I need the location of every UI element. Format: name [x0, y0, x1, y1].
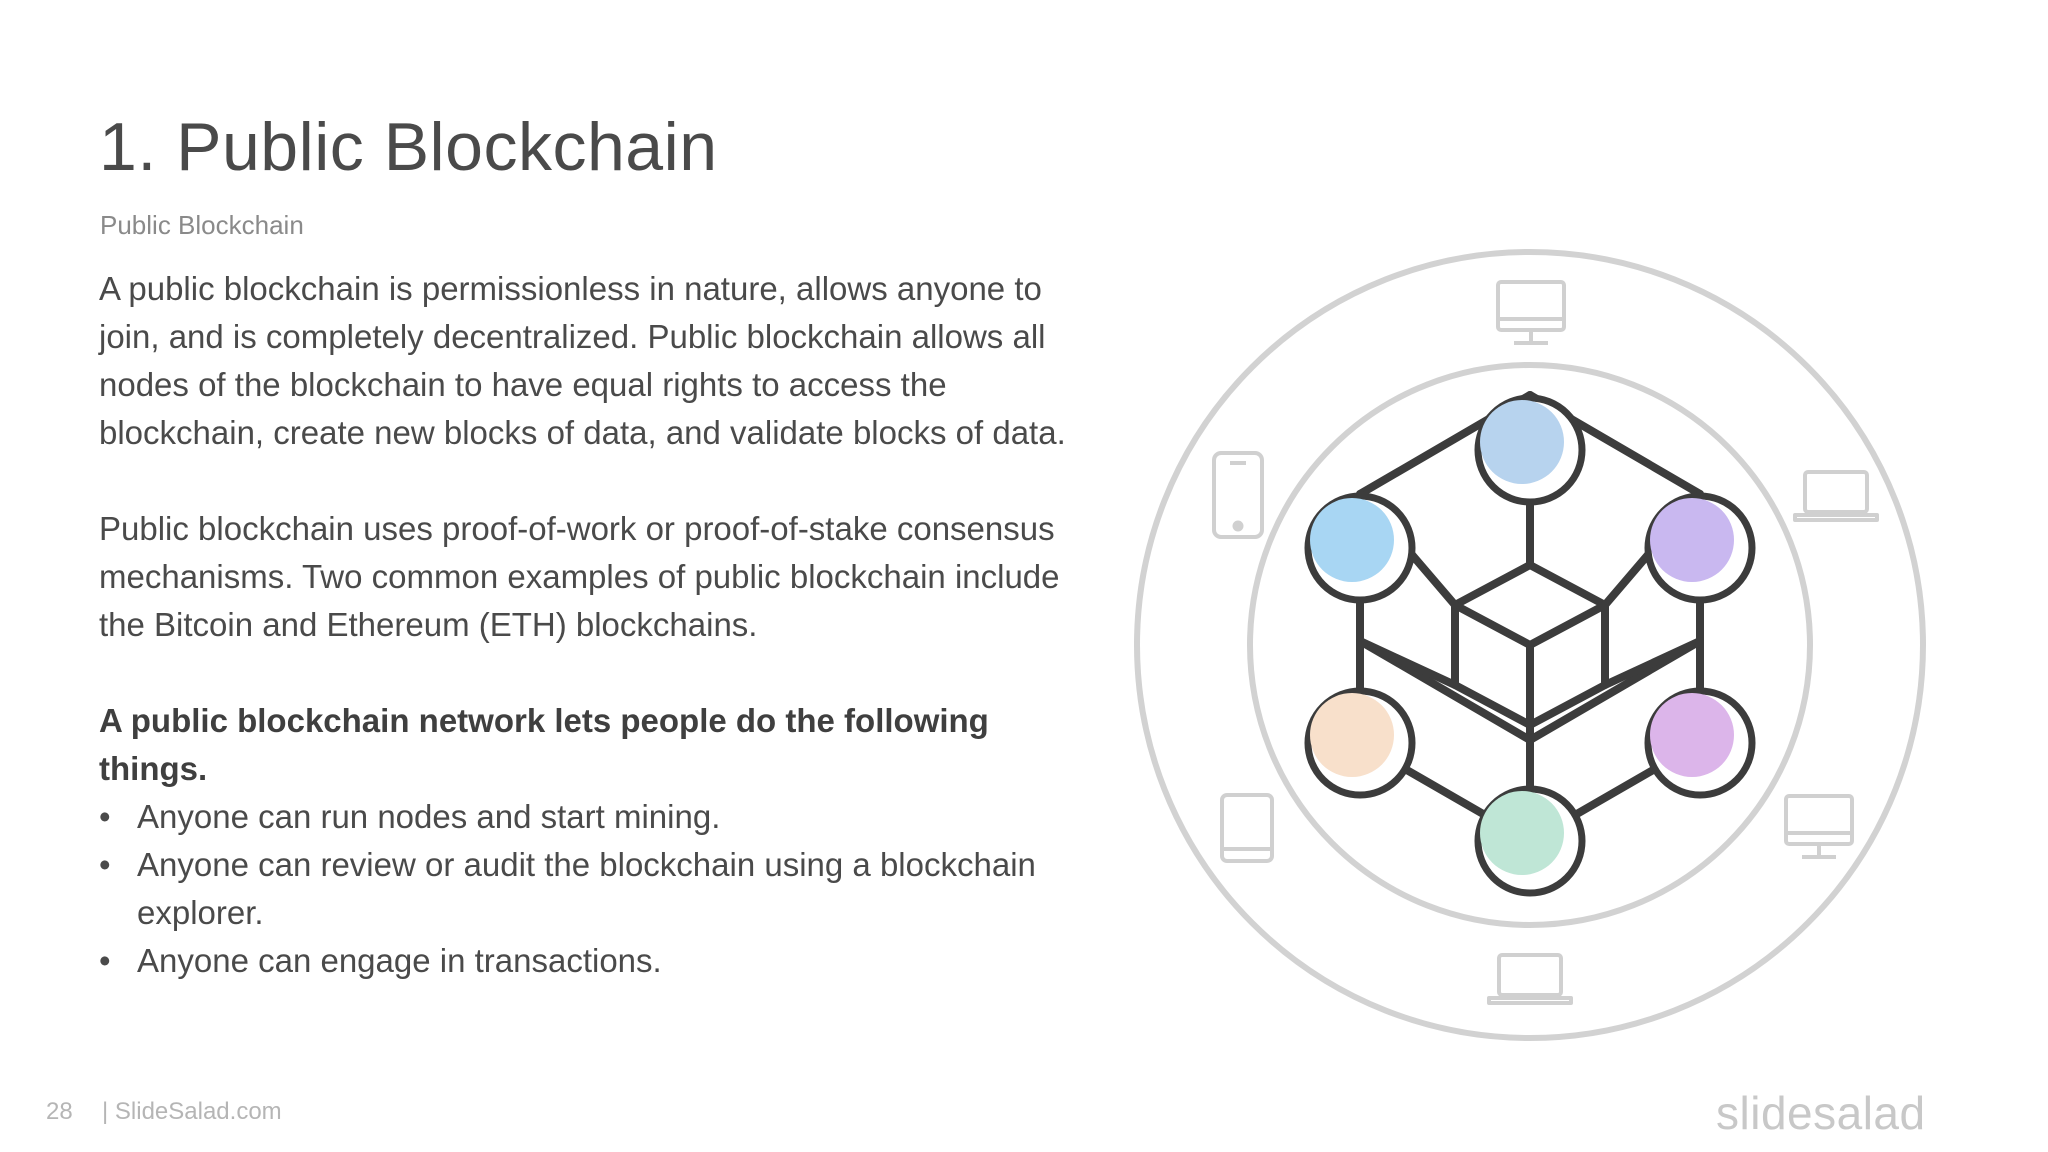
page-number: 28 — [46, 1098, 73, 1125]
bullet-marker: • — [99, 942, 111, 979]
slide-body: A public blockchain is permissionless in… — [99, 265, 1099, 985]
bullet-item: • Anyone can engage in transactions. — [99, 937, 1099, 985]
bullet-item: • Anyone can run nodes and start mining. — [99, 793, 1099, 841]
bullet-text: Anyone can engage in transactions. — [137, 942, 662, 979]
footer-site: | SlideSalad.com — [102, 1098, 282, 1125]
network-node — [1644, 492, 1756, 604]
bullet-text: Anyone can run nodes and start mining. — [137, 798, 721, 835]
outer-ring — [1134, 249, 1926, 1041]
blockchain-network-diagram — [1134, 249, 1926, 1041]
network-node — [1644, 687, 1756, 799]
slide-subtitle: Public Blockchain — [100, 210, 304, 240]
tablet-icon — [1220, 793, 1274, 863]
bullet-text: Anyone can review or audit the blockchai… — [137, 846, 1036, 931]
brand-logo: slidesalad — [1716, 1087, 1926, 1139]
bullet-item: • Anyone can review or audit the blockcha… — [99, 841, 1099, 937]
network-node — [1304, 687, 1416, 799]
network-node — [1474, 394, 1586, 506]
bullet-marker: • — [99, 846, 111, 883]
laptop-icon — [1793, 470, 1879, 522]
bullet-marker: • — [99, 798, 111, 835]
bullet-list: •Anyone can run nodes and start mining. … — [99, 793, 1099, 985]
desktop-monitor-icon — [1496, 280, 1566, 345]
inner-ring — [1247, 362, 1813, 928]
laptop-icon — [1487, 953, 1573, 1005]
slide-title: 1. Public Blockchain — [99, 109, 718, 185]
smartphone-icon — [1212, 451, 1264, 539]
intro-paragraph: A public blockchain is permissionless in… — [99, 270, 1066, 451]
desktop-monitor-icon — [1784, 794, 1854, 859]
network-node — [1474, 785, 1586, 897]
network-node — [1304, 492, 1416, 604]
consensus-paragraph: Public blockchain uses proof-of-work or … — [99, 510, 1060, 643]
list-heading: A public blockchain network lets people … — [99, 702, 989, 787]
